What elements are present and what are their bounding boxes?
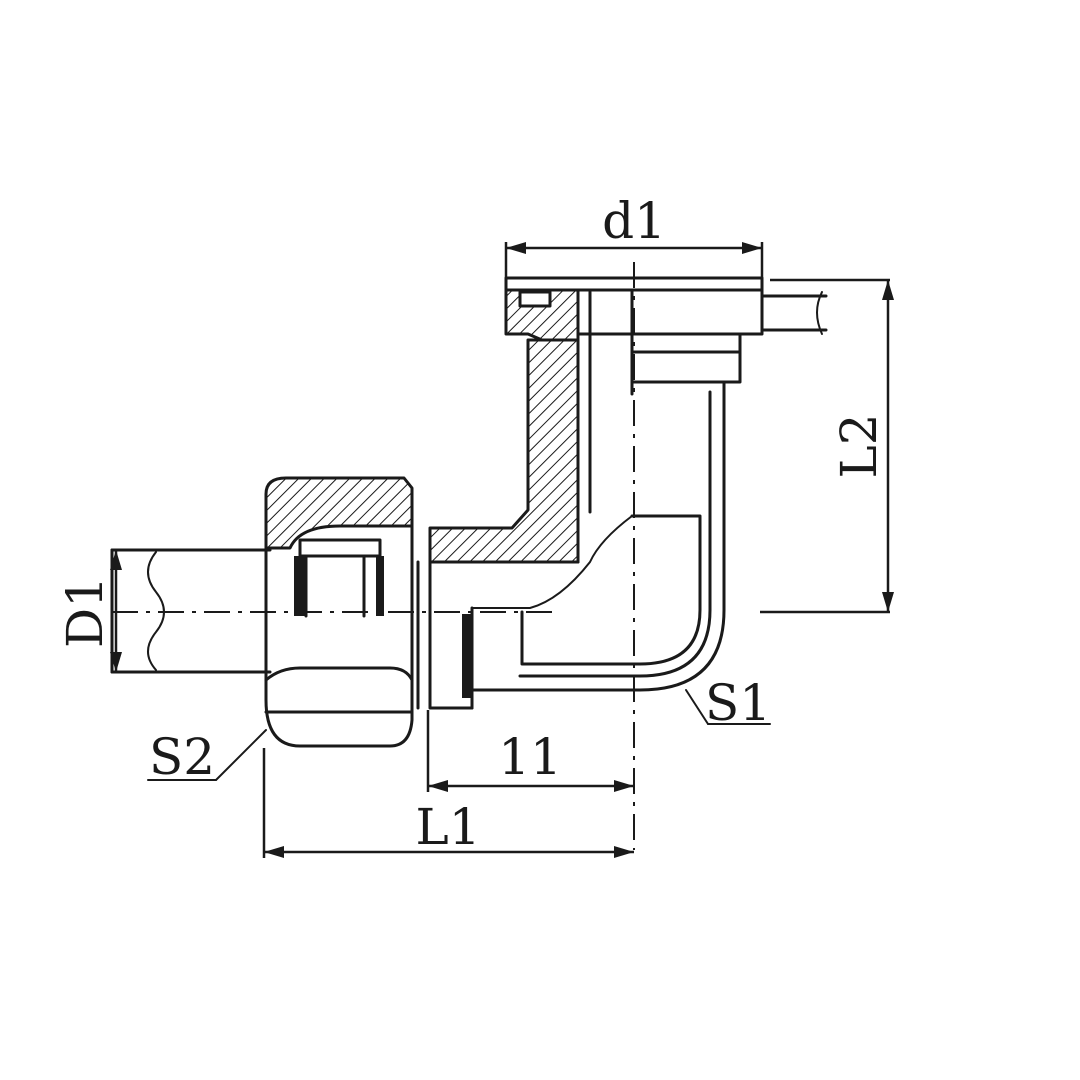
flange-slot <box>518 290 552 308</box>
nut-outline <box>264 524 414 748</box>
swivel-nut <box>264 476 414 748</box>
cutting-ring <box>298 538 382 558</box>
ring-right-dark <box>376 556 384 616</box>
label-l1: 11 <box>498 728 562 786</box>
leg-wall-section <box>428 338 580 564</box>
ring-lines <box>304 554 366 618</box>
elbow-outer-contour <box>468 380 726 692</box>
dim-D1 <box>110 550 122 672</box>
break-line <box>471 515 633 609</box>
collar-view <box>630 332 742 384</box>
dim-l1 <box>426 710 634 792</box>
elbow-inner-contour <box>518 390 712 678</box>
nut-hex-line <box>264 666 414 682</box>
seal-ring <box>462 614 472 698</box>
thread-stub <box>760 291 828 335</box>
vertical-leg <box>428 288 726 692</box>
flange-view <box>576 288 764 336</box>
bore-turn <box>520 514 702 666</box>
label-L1: L1 <box>415 798 480 856</box>
body-left-edge <box>428 560 474 710</box>
nut-section <box>264 476 414 550</box>
label-S1: S1 <box>705 674 771 732</box>
dim-d1 <box>504 242 764 280</box>
label-D1: D1 <box>56 576 114 648</box>
label-S2: S2 <box>149 728 215 786</box>
label-d1: d1 <box>602 192 666 250</box>
horizontal-body <box>416 560 474 710</box>
dim-L1 <box>262 748 634 858</box>
leader-S2 <box>215 729 267 781</box>
label-L2: L2 <box>830 413 888 478</box>
ring-left-dark <box>294 556 306 616</box>
dim-L2 <box>760 278 894 614</box>
leader-S1 <box>685 689 709 725</box>
